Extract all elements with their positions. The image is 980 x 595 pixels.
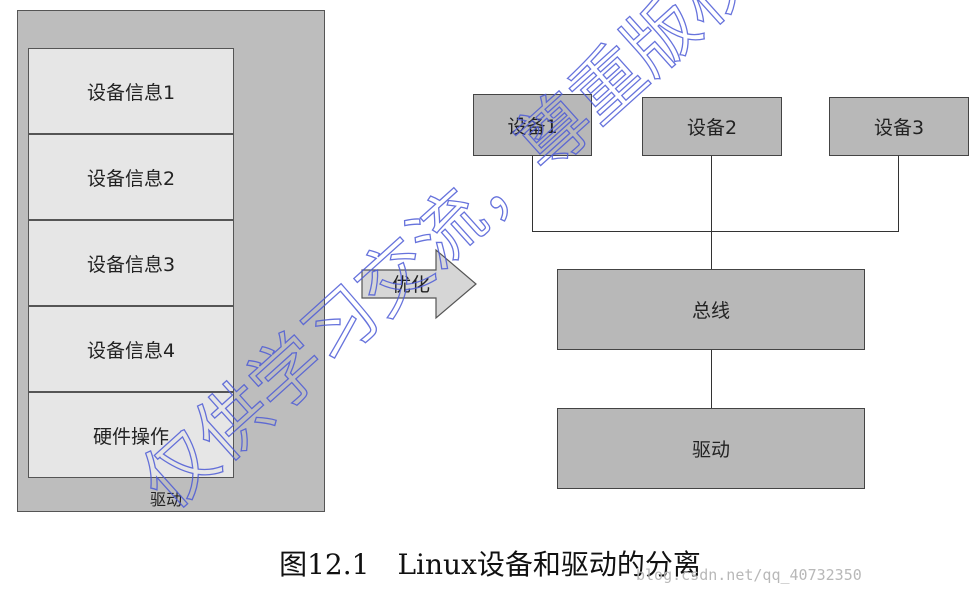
driver-info-stack: 设备信息1 设备信息2 设备信息3 设备信息4 硬件操作	[28, 48, 234, 478]
device-1-label: 设备1	[507, 115, 558, 138]
device-info-4-label: 设备信息4	[86, 339, 176, 362]
bus-label: 总线	[691, 300, 730, 322]
figure-caption: 图12.1 Linux设备和驱动的分离	[279, 548, 701, 581]
device-info-1-label: 设备信息1	[86, 81, 176, 104]
device-3-connector	[898, 156, 899, 232]
driver-box: 驱动	[557, 408, 865, 489]
driver-label: 驱动	[691, 439, 730, 461]
device-2-connector	[711, 156, 712, 232]
device-bus-connector	[532, 231, 899, 232]
device-info-3-cell: 设备信息3	[28, 220, 234, 306]
device-info-1-cell: 设备信息1	[28, 48, 234, 134]
device-info-2-cell: 设备信息2	[28, 134, 234, 220]
hardware-operation-cell: 硬件操作	[28, 392, 234, 478]
optimize-arrow	[361, 248, 477, 320]
hardware-operation-label: 硬件操作	[92, 425, 169, 448]
device-info-3-label: 设备信息3	[86, 253, 176, 276]
device-2-label: 设备2	[686, 117, 738, 139]
device-1-box: 设备1	[473, 94, 592, 156]
bus-box: 总线	[557, 269, 865, 350]
driver-container-label: 驱动	[150, 490, 183, 509]
device-1-connector	[532, 156, 533, 232]
device-3-box: 设备3	[829, 97, 969, 156]
device-2-box: 设备2	[642, 97, 782, 156]
optimize-arrow-label: 优化	[392, 274, 431, 296]
bus-top-connector	[711, 231, 712, 269]
bus-driver-connector	[711, 350, 712, 408]
device-3-label: 设备3	[873, 117, 925, 139]
device-info-2-label: 设备信息2	[86, 167, 176, 190]
url-watermark: blog.csdn.net/qq_40732350	[636, 566, 862, 584]
device-info-4-cell: 设备信息4	[28, 306, 234, 392]
